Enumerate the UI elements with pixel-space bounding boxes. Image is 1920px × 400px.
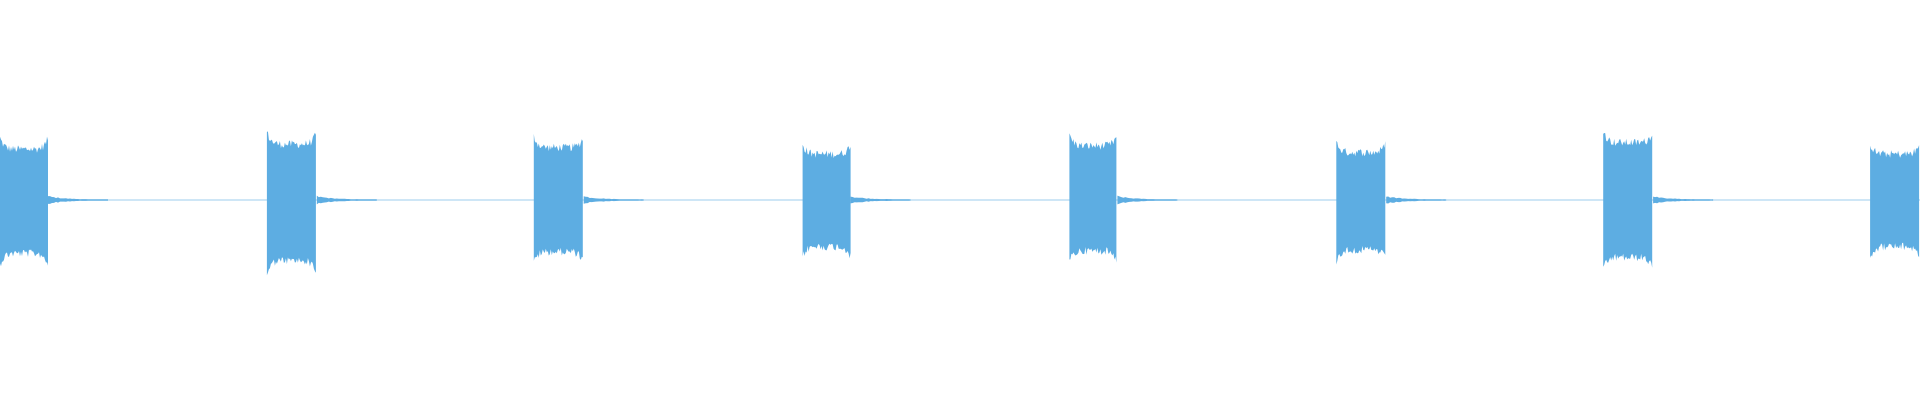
waveform-burst-6 (1336, 140, 1386, 265)
waveform-burst-4 (802, 144, 851, 259)
waveform-burst-7 (1603, 133, 1653, 268)
waveform-tail-3 (583, 196, 644, 204)
waveform-burst-1 (0, 136, 48, 267)
waveform-tail-5 (1117, 195, 1178, 205)
waveform-tail-1 (48, 196, 108, 204)
waveform-burst-8 (1870, 145, 1920, 258)
waveform-burst-5 (1069, 133, 1117, 263)
waveform-burst-2 (266, 131, 316, 276)
waveform-tail-2 (316, 195, 377, 205)
waveform-tail-7 (1653, 196, 1714, 204)
waveform-tail-6 (1386, 196, 1447, 204)
waveform-bursts (0, 131, 1920, 276)
waveform-tail-4 (850, 196, 911, 204)
waveform-burst-3 (533, 133, 583, 261)
